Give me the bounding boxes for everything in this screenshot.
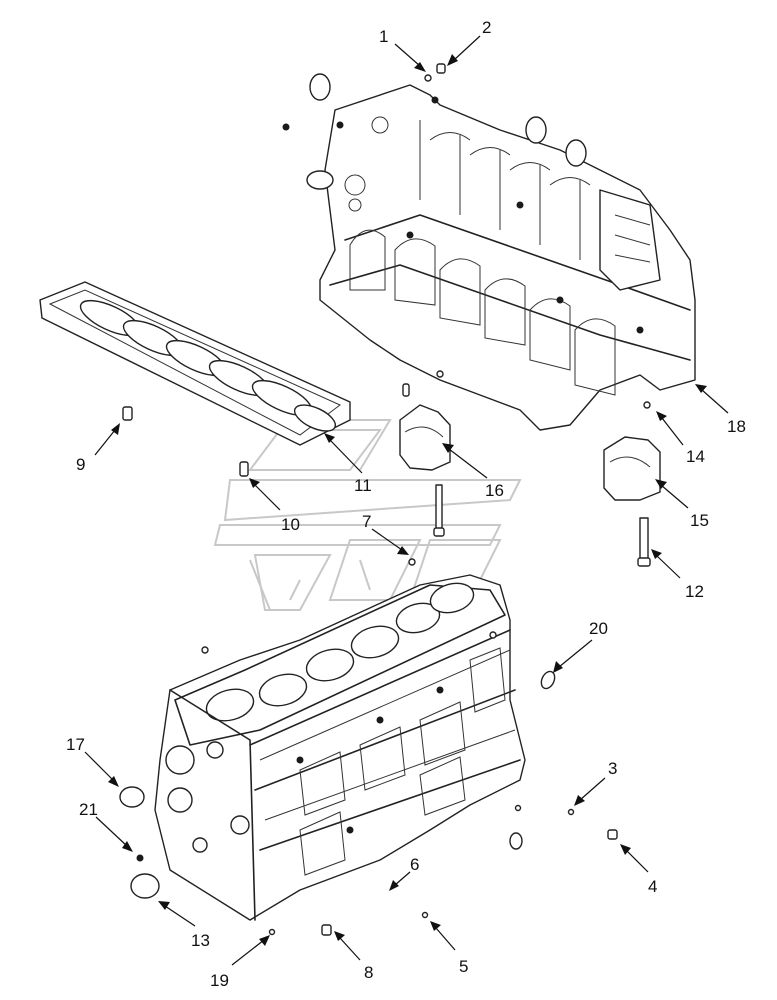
callout-6: 6 xyxy=(410,855,419,874)
callout-14: 14 xyxy=(686,447,705,466)
bearing-cap-16 xyxy=(399,383,451,471)
upper-seals-and-plugs xyxy=(282,63,651,409)
callout-16: 16 xyxy=(485,481,504,500)
callout-19: 19 xyxy=(210,971,229,990)
leader-arrows xyxy=(84,35,729,966)
callout-7: 7 xyxy=(362,512,371,531)
callout-3: 3 xyxy=(608,759,617,778)
callout-11: 11 xyxy=(354,476,372,495)
callout-17: 17 xyxy=(66,735,85,754)
gasket-plate xyxy=(39,281,351,446)
bearing-cap-15 xyxy=(603,436,661,501)
callout-12: 12 xyxy=(685,582,704,601)
bolts-and-plugs xyxy=(122,406,651,567)
lower-seals-and-plugs xyxy=(119,558,618,936)
callout-15: 15 xyxy=(690,511,709,530)
callout-9: 9 xyxy=(76,455,85,474)
callout-13: 13 xyxy=(191,931,210,950)
callout-labels: 1 2 3 4 5 6 7 8 9 10 11 12 13 14 15 16 1… xyxy=(66,18,746,990)
callout-18: 18 xyxy=(727,417,746,436)
callout-4: 4 xyxy=(648,877,657,896)
upper-crankcase-assembly xyxy=(319,84,696,431)
callout-10: 10 xyxy=(281,515,300,534)
callout-1: 1 xyxy=(379,27,388,46)
cylinder-block xyxy=(154,574,526,921)
callout-21: 21 xyxy=(79,800,98,819)
callout-2: 2 xyxy=(482,18,491,37)
callout-5: 5 xyxy=(459,957,468,976)
callout-20: 20 xyxy=(589,619,608,638)
callout-8: 8 xyxy=(364,963,373,982)
